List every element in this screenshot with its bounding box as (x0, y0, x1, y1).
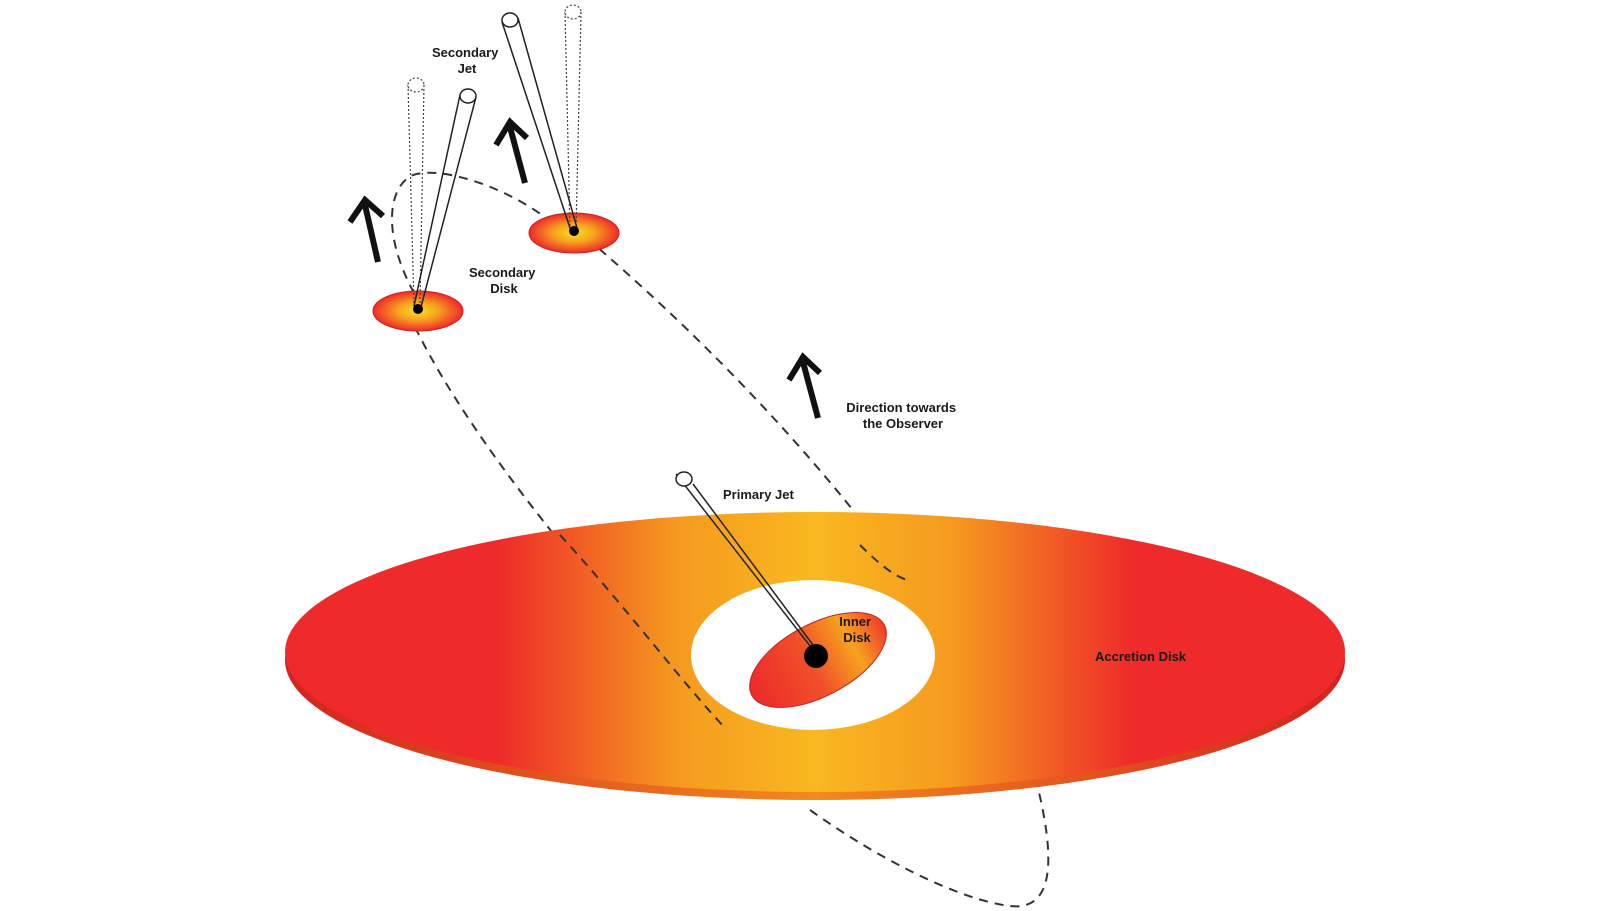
arrow-icon (347, 195, 385, 263)
accretion-disk-label: Accretion Disk (1095, 649, 1187, 664)
primary-jet (675, 471, 820, 654)
secondary-jet-vertical-1 (407, 77, 425, 306)
secondary-jet-vertical-2 (564, 4, 582, 231)
orbit-path-front (559, 534, 908, 729)
secondary-jet-label: Secondary Jet (432, 45, 502, 76)
secondary-jet-tilted-1 (413, 88, 477, 308)
primary-jet-label: Primary Jet (723, 487, 794, 502)
primary-black-hole (804, 644, 828, 668)
secondary-jet-tilted-2 (501, 12, 578, 229)
secondary-black-hole-1 (413, 304, 423, 314)
secondary-disk-label: Secondary Disk (469, 265, 539, 296)
direction-label: Direction towards the Observer (846, 400, 959, 431)
arrow-icon (493, 117, 530, 184)
inner-disk-label: Inner Disk (839, 614, 874, 645)
secondary-black-hole-2 (569, 226, 579, 236)
arrow-icon (786, 352, 823, 419)
